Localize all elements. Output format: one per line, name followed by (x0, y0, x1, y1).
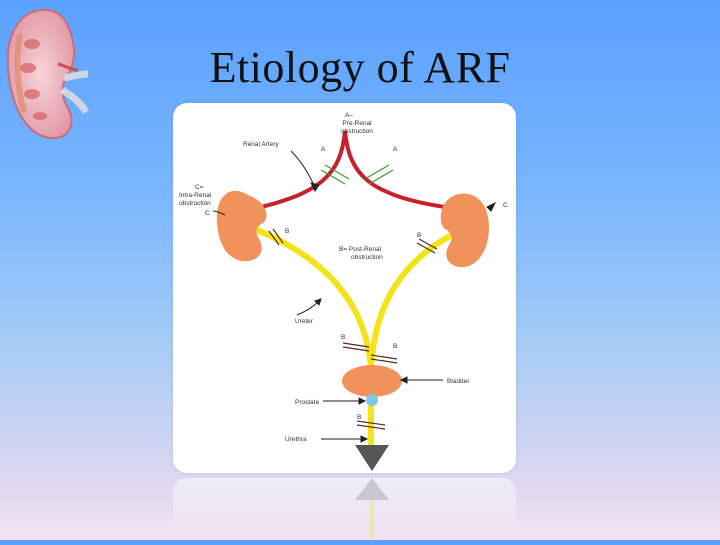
post-renal-block-right-kidney (416, 238, 438, 254)
urethra-funnel (355, 445, 389, 471)
kidney-logo-icon (6, 8, 90, 140)
prostate-shape (366, 394, 378, 406)
pre-renal-line1: Pre-Renal (342, 120, 372, 127)
c-left-label: C (205, 210, 210, 217)
intra-renal-arrow (212, 210, 226, 216)
kidney-right (440, 193, 489, 268)
intra-renal-c-label: C= (195, 184, 204, 191)
funnel-reflection (355, 478, 389, 538)
right-kidney-c-pointer (486, 201, 497, 212)
c-right-label: C (503, 202, 508, 209)
prostate-arrowhead (358, 397, 367, 405)
post-renal-block-ureter-left (342, 342, 370, 352)
ureter-left (253, 226, 374, 369)
bladder-label: Bladder (447, 378, 470, 385)
renal-artery-arrow (290, 150, 316, 188)
kidney-left (216, 190, 267, 262)
pre-renal-a-label: A– (345, 112, 353, 119)
ureter-arrow (296, 300, 320, 316)
intra-renal-line1: Intra-Renal (179, 192, 212, 199)
intra-renal-line2: obstruction (179, 200, 211, 207)
diagram-card: A– Pre-Renal obstruction Renal Artery A … (173, 103, 516, 473)
prostate-label: Prostate (295, 399, 320, 406)
renal-artery-arrowhead (310, 182, 320, 192)
urethra-label: Urethra (285, 436, 307, 443)
b-ureter-left-label: B (341, 334, 345, 341)
pre-renal-block-right (364, 164, 394, 185)
slide-title: Etiology of ARF (209, 43, 511, 92)
b-right-kidney-label: B (417, 232, 421, 239)
b-left-kidney-label: B (285, 228, 289, 235)
bladder-arrowhead (399, 376, 408, 384)
ureter-label: Ureter (295, 318, 314, 325)
post-renal-line2: obstruction (351, 254, 383, 261)
pre-renal-block-left (320, 164, 350, 185)
a-left-label: A (321, 146, 326, 153)
ureter-right (368, 226, 465, 369)
b-ureter-right-label: B (393, 343, 397, 350)
renal-artery-right (343, 130, 446, 209)
ureter-arrowhead (314, 298, 322, 306)
card-reflection (173, 478, 516, 540)
renal-artery-left (242, 130, 347, 213)
post-renal-line1: B= Post-Renal (339, 246, 382, 253)
post-renal-block-ureter-right (370, 354, 398, 364)
bladder-shape (342, 365, 402, 397)
renal-artery-label: Renal Artery (243, 141, 280, 148)
post-renal-block-left-kidney (268, 228, 284, 246)
urinary-tract-diagram: A– Pre-Renal obstruction Renal Artery A … (179, 112, 508, 471)
a-right-label: A (393, 146, 398, 153)
urethra-arrowhead (360, 435, 369, 443)
b-urethra-label: B (357, 414, 361, 421)
post-renal-block-urethra (356, 420, 386, 430)
pre-renal-line2: obstruction (341, 128, 373, 135)
